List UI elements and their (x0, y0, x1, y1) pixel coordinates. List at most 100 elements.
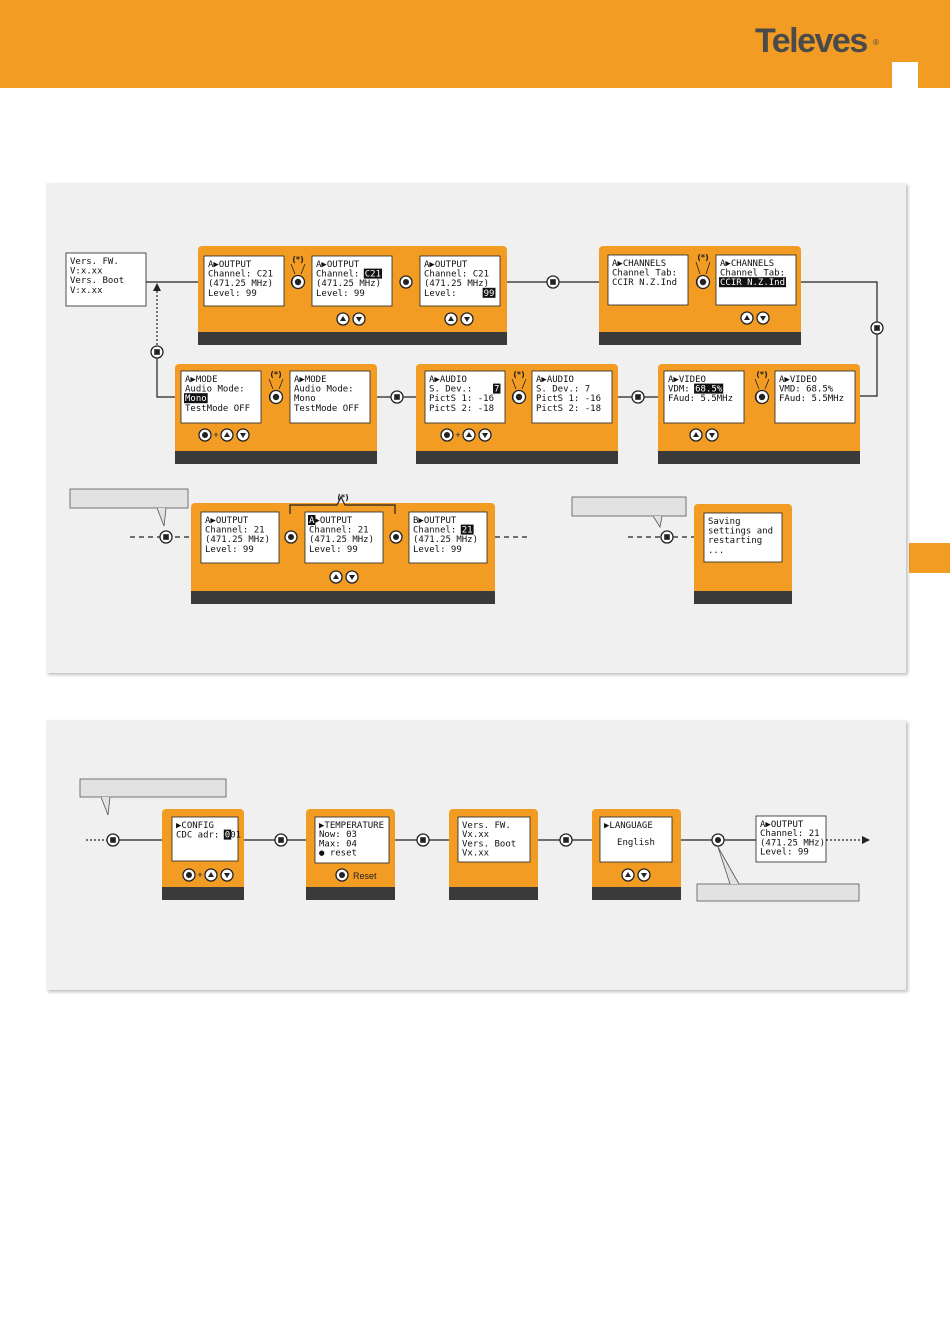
saving-screen-line: ... (708, 546, 724, 556)
enter-button-dot (186, 872, 192, 878)
video-edit-screen (774, 370, 856, 424)
output-a-select-screen-line: (471.25 MHz) (309, 535, 374, 545)
output-screen-line: A▶OUTPUT (208, 260, 252, 270)
output-screen-2-line: A▶OUTPUT (760, 820, 804, 830)
config-screen-highlight-text: 0 (225, 831, 230, 841)
version-screen-2-line: Vx.xx (462, 849, 490, 859)
hint-callout (696, 883, 860, 902)
output-b-screen-line: B▶OUTPUT (413, 516, 457, 526)
output-level-edit-screen-highlight (482, 287, 496, 298)
header-tab (892, 62, 918, 88)
version-panel-base (449, 887, 538, 900)
output-channel-edit-screen-line: Level: 99 (316, 289, 365, 299)
hold-wave (755, 391, 759, 403)
hint-callout-pointer (717, 846, 740, 885)
language-screen (599, 816, 673, 863)
output-channel-edit-screen (311, 255, 393, 307)
enter-button-dot (393, 534, 399, 540)
temperature-screen (314, 816, 390, 864)
reset-label: Reset (353, 871, 377, 881)
star-label: (*) (292, 255, 304, 264)
mode-edit-screen-line: TestMode OFF (294, 404, 359, 414)
mode-screen-highlight-text: Mono (185, 394, 207, 404)
channels-screen-line: CCIR N.Z.Ind (612, 278, 677, 288)
audio-edit-screen-line: PictS 2: -18 (536, 404, 601, 414)
up-arrow-button-triangle (208, 872, 214, 877)
channels-edit-screen-highlight (719, 277, 787, 288)
output-a-select-screen-line: Level: 99 (309, 545, 358, 555)
output-screen-2-line: (471.25 MHz) (760, 838, 825, 848)
audio-group-panel-base (416, 451, 618, 464)
audio-edit-screen-line: S. Dev.: 7 (536, 385, 590, 395)
up-arrow-button-triangle (744, 315, 750, 320)
up-arrow-button-triangle (340, 316, 346, 321)
hold-wave (269, 391, 273, 403)
output-screen-2-line: Level: 99 (760, 848, 809, 858)
hint-callout (571, 496, 687, 517)
version-screen-line: V:x.xx (70, 267, 103, 277)
hold-wave (512, 391, 516, 403)
menu-button-square (563, 837, 569, 843)
up-arrow-button-triangle (625, 872, 631, 877)
brace-line (289, 495, 396, 514)
channels-screen-line: A▶CHANNELS (612, 259, 666, 269)
hold-button-dot (294, 278, 302, 286)
hold-button-dot (515, 393, 523, 401)
output-b-screen-line: Level: 99 (413, 545, 462, 555)
output-screen (203, 255, 285, 307)
down-arrow-button-triangle (224, 873, 230, 878)
up-arrow-button-triangle (448, 316, 454, 321)
mode-edit-screen-line: Audio Mode: (294, 385, 354, 395)
mode-edit-screen-line: Mono (294, 394, 316, 404)
registered-mark: ® (873, 38, 879, 47)
down-arrow-button-triangle (240, 433, 246, 438)
language-screen-line: ▶LANGUAGE (604, 821, 653, 831)
output-b-screen-highlight (460, 524, 474, 535)
plus-sign: + (197, 870, 202, 880)
star-leader (268, 378, 274, 390)
output-b-screen-line: Channel: (413, 526, 456, 536)
star-leader (511, 378, 517, 390)
return-arrowhead (153, 283, 161, 291)
output-a-screen-line: A▶OUTPUT (205, 516, 249, 526)
saving-screen-line: Saving (708, 517, 741, 527)
exit-arrowhead (862, 836, 870, 844)
down-arrow-button-triangle (482, 433, 488, 438)
video-screen-highlight-text: 68.5% (695, 385, 723, 395)
output-screen-2 (755, 815, 827, 863)
menu-button-square (664, 534, 670, 540)
language-panel-base (592, 887, 681, 900)
plus-sign: + (455, 430, 460, 440)
hint-callout-pointer (156, 507, 167, 527)
menu-button-square (394, 394, 400, 400)
plus-sign: + (213, 430, 218, 440)
output-screen-line: Level: 99 (208, 289, 257, 299)
video-screen-line: A▶VIDEO (668, 375, 706, 385)
enter-button-dot (715, 837, 721, 843)
audio-edit-screen-line: PictS 1: -16 (536, 394, 601, 404)
version-screen-2-line: Vx.xx (462, 830, 490, 840)
version-screen-line: V:x.xx (70, 286, 103, 296)
output-screen-line: Channel: C21 (208, 270, 273, 280)
version-screen (65, 252, 147, 307)
channels-screen (607, 254, 689, 306)
audio-screen-highlight (493, 383, 501, 394)
version-screen-line: Vers. FW. (70, 257, 119, 267)
down-arrow-button-triangle (641, 873, 647, 878)
audio-screen-line: PictS 1: -16 (429, 394, 494, 404)
output-a-select-screen-line: Channel: 21 (309, 526, 369, 536)
star-leader (764, 378, 770, 390)
menu-button-square (163, 534, 169, 540)
output-a-screen-line: Level: 99 (205, 545, 254, 555)
mode-edit-screen-line: A▶MODE (294, 375, 327, 385)
mode-screen-line: A▶MODE (185, 375, 218, 385)
output-channel-edit-screen-line: A▶OUTPUT (316, 260, 360, 270)
config-screen-highlight (223, 829, 232, 840)
output-a-screen-line: Channel: 21 (205, 526, 265, 536)
side-section-tab (909, 543, 950, 573)
down-arrow-button-triangle (709, 433, 715, 438)
temperature-screen-line: ● reset (319, 849, 357, 859)
hint-callout (69, 488, 189, 509)
menu-button-square (154, 349, 160, 355)
page-header: Televes ® (0, 0, 950, 88)
